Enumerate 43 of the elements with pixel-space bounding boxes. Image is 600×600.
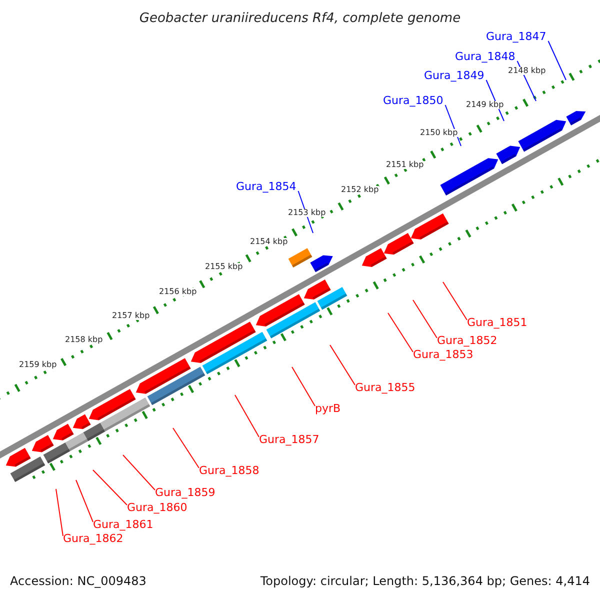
- scale-label: 2155 kbp: [205, 263, 243, 271]
- gene-label: Gura_1860: [127, 502, 188, 513]
- gene-label: Gura_1848: [455, 51, 516, 62]
- scale-label: 2150 kbp: [420, 129, 458, 137]
- leader-line: [56, 488, 64, 536]
- gene-label: Gura_1857: [259, 434, 320, 445]
- accession-text: Accession: NC_009483: [10, 575, 146, 587]
- scale-label: 2159 kbp: [19, 361, 57, 369]
- leader-line: [122, 454, 156, 490]
- gene-label: Gura_1852: [437, 335, 498, 346]
- gene-label: Gura_1853: [413, 349, 474, 360]
- gene-label: Gura_1861: [93, 519, 154, 530]
- gene-label: Gura_1854: [236, 181, 296, 192]
- scale-label: 2148 kbp: [508, 67, 546, 75]
- gene-label: Gura_1850: [383, 95, 444, 106]
- gene-label: Gura_1858: [199, 465, 260, 476]
- gene-label: Gura_1851: [467, 317, 528, 328]
- gene-label: Gura_1862: [63, 533, 124, 544]
- scale-label: 2153 kbp: [288, 209, 326, 217]
- gene-label: Gura_1855: [355, 382, 416, 393]
- gene-label: Gura_1847: [486, 31, 546, 42]
- leader-line: [92, 470, 128, 506]
- scale-label: 2151 kbp: [386, 161, 424, 169]
- gene-label: Gura_1849: [424, 70, 484, 81]
- leader-line: [234, 394, 260, 438]
- leader-line: [330, 344, 356, 386]
- leader-line: [442, 282, 468, 320]
- leader-line: [172, 428, 200, 468]
- leader-line: [548, 40, 566, 80]
- scale-label: 2157 kbp: [112, 312, 150, 320]
- leader-line: [292, 366, 316, 406]
- scale-label: 2154 kbp: [250, 238, 288, 246]
- gene-label: Gura_1859: [155, 487, 216, 498]
- diagram-title: Geobacter uraniireducens Rf4, complete genome: [138, 12, 462, 25]
- scale-label: 2149 kbp: [466, 101, 504, 109]
- scale-label: 2158 kbp: [65, 336, 103, 344]
- leader-line: [76, 480, 94, 522]
- leader-line: [388, 312, 414, 352]
- gene-label: pyrB: [315, 403, 341, 414]
- genome-summary-text: Topology: circular; Length: 5,136,364 bp; Genes: 4,414: [260, 575, 590, 587]
- scale-label: 2156 kbp: [159, 288, 197, 296]
- scale-label: 2152 kbp: [341, 186, 379, 194]
- leader-line: [412, 300, 438, 338]
